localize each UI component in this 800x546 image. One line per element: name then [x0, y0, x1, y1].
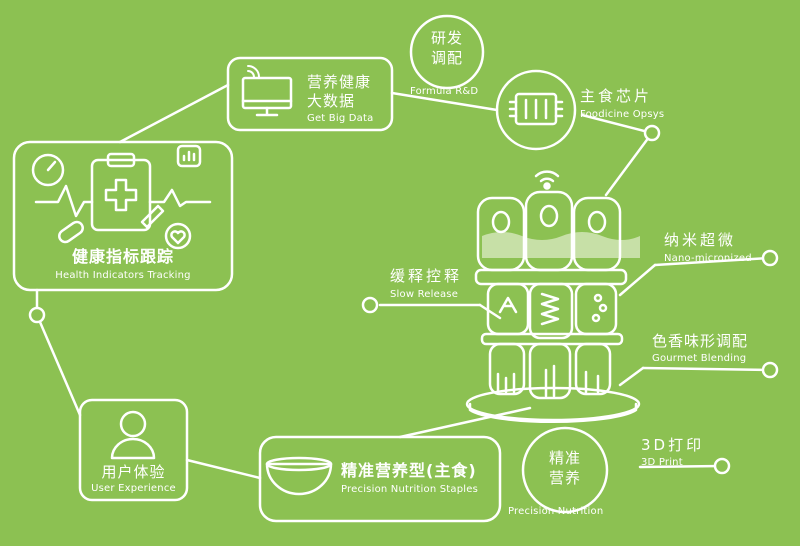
- big-data-title-1: 营养健康: [307, 73, 372, 91]
- chip-icon: [508, 92, 564, 126]
- connector-dots: [28, 124, 779, 475]
- rnd-title-2: 调配: [430, 49, 463, 67]
- staples-caption: Precision Nutrition Staples: [341, 484, 479, 495]
- gourmet-caption: Gourmet Blending: [652, 353, 747, 364]
- health-box: [12, 140, 234, 292]
- nano-title: 纳米超微: [664, 231, 737, 249]
- user-caption: User Experience: [91, 483, 176, 494]
- foodicine-title: 主食芯片: [580, 87, 653, 105]
- health-caption: Health Indicators Tracking: [55, 270, 191, 281]
- cup-fill: [482, 232, 640, 258]
- big-data-box: [226, 56, 394, 132]
- precision-title-1: 精准: [548, 449, 581, 467]
- pill-icon: [58, 220, 84, 244]
- medical-clipboard-icon: [31, 144, 212, 250]
- slow-release-caption: Slow Release: [390, 289, 459, 300]
- print3d-caption: 3D Print: [641, 457, 683, 468]
- gauge-icon: [31, 153, 65, 187]
- big-data-caption: Get Big Data: [307, 113, 374, 124]
- heart-badge-icon: [164, 222, 192, 250]
- foodicine-caption: Foodicine Opsys: [580, 109, 665, 120]
- nano-caption: Nano-micronized: [664, 253, 752, 264]
- precision-title-2: 营养: [548, 469, 581, 487]
- rnd-circle: [409, 14, 485, 90]
- bowl-icon: [265, 456, 333, 496]
- connector-lines: [35, 83, 772, 480]
- staples-title: 精准营养型(主食): [341, 461, 477, 480]
- precision-caption: Precision Nutrition: [508, 506, 604, 517]
- monitor-wifi-icon: [241, 65, 293, 117]
- user-icon: [110, 410, 156, 460]
- big-data-title-2: 大数据: [307, 92, 356, 110]
- user-box: [78, 398, 189, 502]
- foodicine-circle: [495, 69, 577, 151]
- staples-box: [258, 435, 502, 523]
- user-title: 用户体验: [101, 463, 166, 481]
- rnd-title-1: 研发: [430, 29, 463, 47]
- health-title: 健康指标跟踪: [71, 247, 174, 266]
- pen-icon: [140, 204, 165, 229]
- printer-machine-illustration: [465, 170, 641, 424]
- slow-release-title: 缓释控释: [390, 267, 463, 285]
- print3d-title: 3D打印: [641, 436, 705, 454]
- rnd-caption: Formula R&D: [410, 86, 479, 97]
- precision-circle: [521, 426, 609, 514]
- gourmet-title: 色香味形调配: [652, 332, 749, 350]
- bar-chart-icon: [176, 144, 202, 168]
